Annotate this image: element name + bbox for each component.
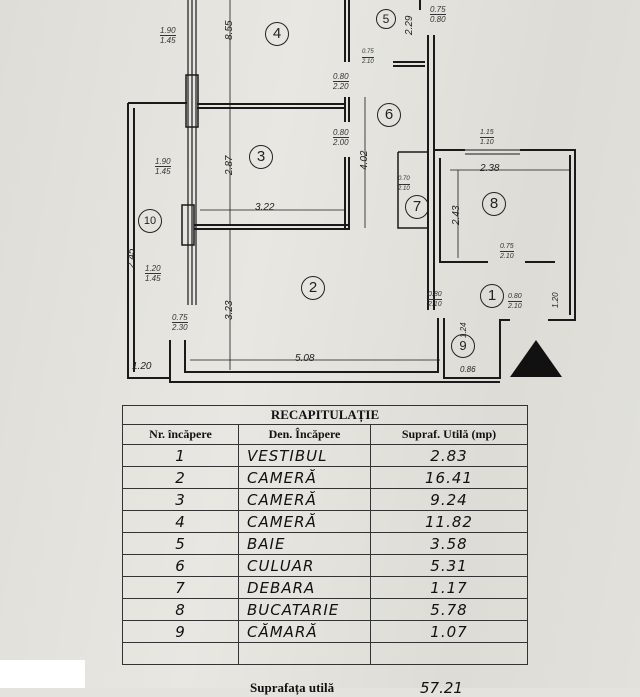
- wall-3-2: [194, 224, 350, 230]
- room-label-9: 9: [451, 334, 475, 358]
- header-name: Den. Încăpere: [238, 424, 371, 445]
- room-label-4: 4: [265, 22, 289, 46]
- dim-balcony-width: 1.20: [132, 361, 152, 372]
- table-row-empty: [122, 642, 528, 665]
- dim-r4-height: 8.55: [224, 20, 235, 40]
- kitchen-window: [465, 149, 520, 155]
- dim-r2-width: 5.08: [295, 353, 315, 364]
- dim-r3-width: 3.22: [255, 202, 275, 213]
- dim-r9-width: 0.86: [460, 365, 476, 374]
- total-label: Suprafața utilă: [250, 680, 335, 695]
- room-label-7: 7: [405, 195, 429, 219]
- header-area: Supraf. Utilă (mp): [370, 424, 528, 445]
- wall-4-3: [197, 103, 345, 109]
- pillar: [185, 74, 199, 128]
- dim-r6-height: 4.02: [359, 150, 370, 170]
- room-label-5: 5: [376, 9, 396, 29]
- wall-bath: [393, 0, 425, 67]
- debara-box: [397, 151, 428, 229]
- north-arrow-icon: [510, 340, 562, 377]
- dim-r8-width: 2.38: [480, 163, 500, 174]
- dim-r2-height: 3.23: [224, 300, 235, 320]
- kitchen-walls: [434, 149, 576, 321]
- header-nr: Nr. încăpere: [122, 424, 239, 445]
- recap-table: RECAPITULAȚIE Nr. încăpere Den. Încăpere…: [122, 405, 528, 665]
- facade-window: [187, 0, 197, 305]
- dim-r8-height: 2.43: [451, 205, 462, 225]
- room-label-10: 10: [138, 209, 162, 233]
- total-value: 57.21: [420, 679, 463, 697]
- balcony-wall: [127, 102, 187, 379]
- dim-r9-height: 1.24: [459, 322, 468, 338]
- dim-r1-side: 1.20: [551, 292, 560, 308]
- room-label-6: 6: [377, 103, 401, 127]
- floor-plan-drawing: [127, 0, 576, 383]
- room-label-1: 1: [480, 284, 504, 308]
- room-label-3: 3: [249, 145, 273, 169]
- dim-r5-height: 2.29: [404, 15, 415, 35]
- wall-corridor-right: [427, 35, 435, 310]
- dim-r3-height: 2.87: [224, 155, 235, 175]
- room-label-8: 8: [482, 192, 506, 216]
- blank-corner: [0, 660, 85, 688]
- dim-balcony-height: 2.45: [126, 248, 137, 268]
- table-title: RECAPITULAȚIE: [122, 405, 528, 425]
- bottom-wall: [169, 318, 500, 383]
- room-label-2: 2: [301, 276, 325, 300]
- dimension-lines: [190, 0, 570, 370]
- pantry-box: [443, 318, 510, 379]
- wall-rooms-corridor: [344, 0, 350, 229]
